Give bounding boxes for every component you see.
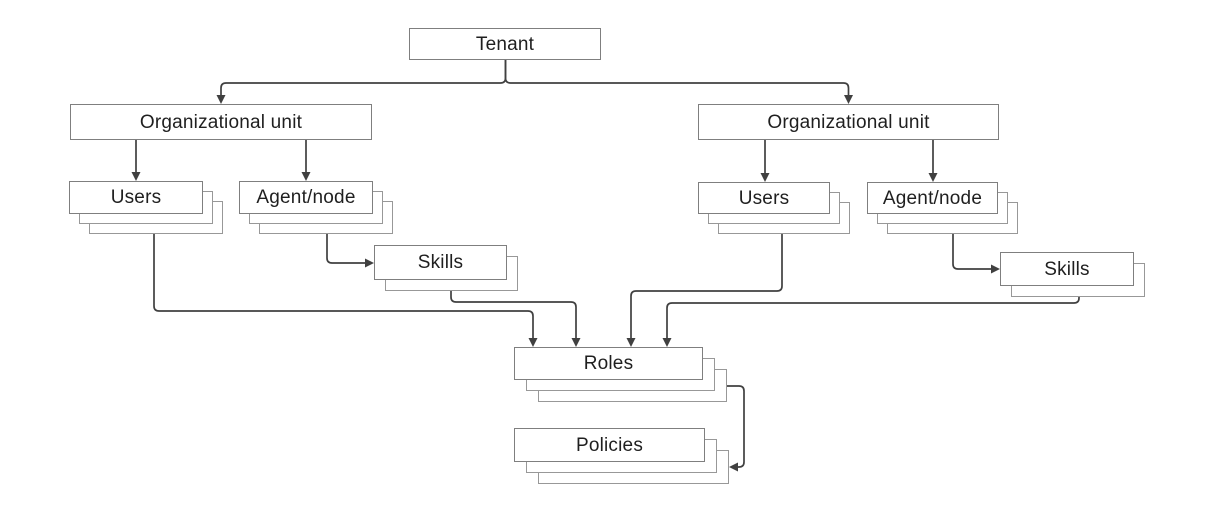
skills-left-label: Skills bbox=[417, 252, 464, 273]
org-unit-left-box: Organizational unit bbox=[70, 104, 372, 140]
arrowhead bbox=[216, 95, 226, 104]
arrowhead bbox=[991, 264, 1000, 274]
edge-users-right-to-roles bbox=[626, 234, 783, 347]
node-org-unit-right: Organizational unit bbox=[698, 104, 999, 140]
edge-org-unit-right-to-users-right bbox=[760, 140, 770, 182]
arrowhead bbox=[365, 258, 374, 268]
policies-label: Policies bbox=[575, 434, 644, 456]
roles-label: Roles bbox=[583, 353, 634, 374]
node-roles: Roles bbox=[514, 347, 727, 402]
edge-agent-node-left-to-skills-left bbox=[326, 234, 374, 268]
agent-node-left-label: Agent/node bbox=[256, 187, 356, 208]
arrowhead bbox=[662, 338, 672, 347]
org-unit-left-label: Organizational unit bbox=[139, 111, 303, 133]
users-right-box: Users bbox=[698, 182, 830, 214]
agent-node-right-box: Agent/node bbox=[867, 182, 998, 214]
arrowhead bbox=[571, 338, 581, 347]
arrowhead bbox=[729, 462, 738, 472]
arrowhead bbox=[131, 172, 141, 181]
tenant-box: Tenant bbox=[409, 28, 601, 60]
users-left-box: Users bbox=[69, 181, 203, 214]
edge-org-unit-left-to-users-left bbox=[131, 140, 141, 181]
node-agent-node-left: Agent/node bbox=[239, 181, 393, 234]
edge-skills-left-to-roles bbox=[450, 291, 581, 347]
users-right-label: Users bbox=[738, 187, 790, 209]
skills-right-label: Skills bbox=[1044, 258, 1090, 280]
org-unit-right-box: Organizational unit bbox=[698, 104, 999, 140]
arrowhead bbox=[301, 172, 311, 181]
arrowhead bbox=[760, 173, 770, 182]
node-tenant: Tenant bbox=[409, 28, 601, 60]
node-org-unit-left: Organizational unit bbox=[70, 104, 372, 140]
node-agent-node-right: Agent/node bbox=[867, 182, 1018, 234]
org-unit-right-label: Organizational unit bbox=[767, 111, 930, 133]
edge-tenant-to-org-unit-left bbox=[216, 60, 507, 104]
arrowhead bbox=[626, 338, 636, 347]
skills-left-box: Skills bbox=[374, 245, 507, 280]
policies-box: Policies bbox=[514, 428, 705, 462]
edge-agent-node-right-to-skills-right bbox=[952, 234, 1000, 274]
arrowhead bbox=[928, 173, 938, 182]
agent-node-left-box: Agent/node bbox=[239, 181, 373, 214]
node-skills-left: Skills bbox=[374, 245, 518, 291]
agent-node-right-label: Agent/node bbox=[882, 187, 983, 209]
arrowhead bbox=[844, 95, 853, 104]
node-skills-right: Skills bbox=[1000, 252, 1145, 297]
arrowhead bbox=[528, 338, 538, 347]
users-left-label: Users bbox=[110, 187, 162, 208]
node-users-left: Users bbox=[69, 181, 223, 234]
edge-org-unit-right-to-agent-node-right bbox=[928, 140, 938, 182]
node-users-right: Users bbox=[698, 182, 850, 234]
edge-users-left-to-roles bbox=[153, 234, 538, 347]
edge-skills-right-to-roles bbox=[662, 297, 1080, 347]
skills-right-box: Skills bbox=[1000, 252, 1134, 286]
edge-roles-to-policies bbox=[715, 385, 745, 472]
roles-box: Roles bbox=[514, 347, 703, 380]
edge-tenant-to-org-unit-right bbox=[504, 60, 853, 104]
node-policies: Policies bbox=[514, 428, 729, 484]
edge-org-unit-left-to-agent-node-left bbox=[301, 140, 311, 181]
tenant-label: Tenant bbox=[475, 33, 535, 55]
